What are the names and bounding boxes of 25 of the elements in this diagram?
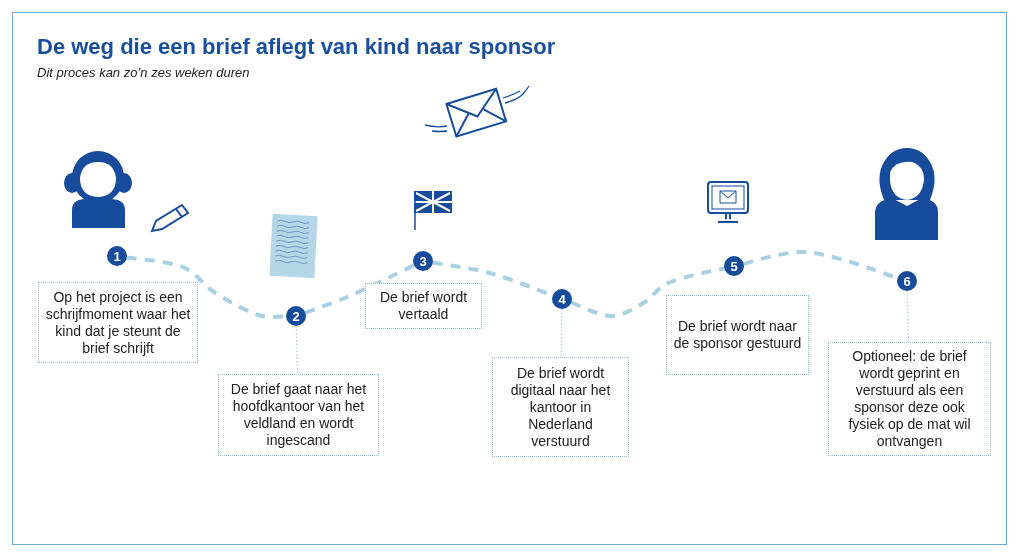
step-number-badge: 4 — [552, 289, 572, 309]
step-number-badge: 5 — [724, 256, 744, 276]
step-number-badge: 2 — [286, 306, 306, 326]
step-number-badge: 3 — [413, 251, 433, 271]
step-description: Op het project is een schrijfmoment waar het kind dat je steunt de brief schrijft — [45, 288, 191, 357]
step-description: De brief wordt digitaal naar het kantoor in Nederland verstuurd — [509, 364, 612, 450]
step-number-badge: 1 — [107, 246, 127, 266]
leader-line — [560, 308, 563, 358]
dashed-path — [304, 263, 415, 315]
step-box — [365, 283, 482, 329]
subtitle: Dit proces kan zo’n zes weken duren — [37, 65, 250, 80]
step-box — [218, 374, 379, 456]
step-box — [666, 295, 809, 375]
step-description: Optioneel: de brief wordt geprint en verstuurd als een sponsor deze ook fysiek op de mat wil ontvangen — [847, 348, 972, 450]
step-box — [492, 357, 629, 457]
leader-line — [906, 290, 909, 343]
step-box — [828, 342, 991, 456]
title: De weg die een brief aflegt van kind naar sponsor — [37, 34, 556, 60]
step-number-badge: 6 — [897, 271, 917, 291]
step-description: De brief wordt vertaald — [378, 289, 469, 323]
leader-line — [295, 325, 299, 375]
step-description: De brief wordt naar de sponsor gestuurd — [673, 318, 802, 352]
step-box — [38, 282, 198, 363]
step-description: De brief gaat naar het hoofdkantoor van het veldland en wordt ingescand — [229, 381, 368, 449]
dashed-path — [570, 266, 725, 318]
